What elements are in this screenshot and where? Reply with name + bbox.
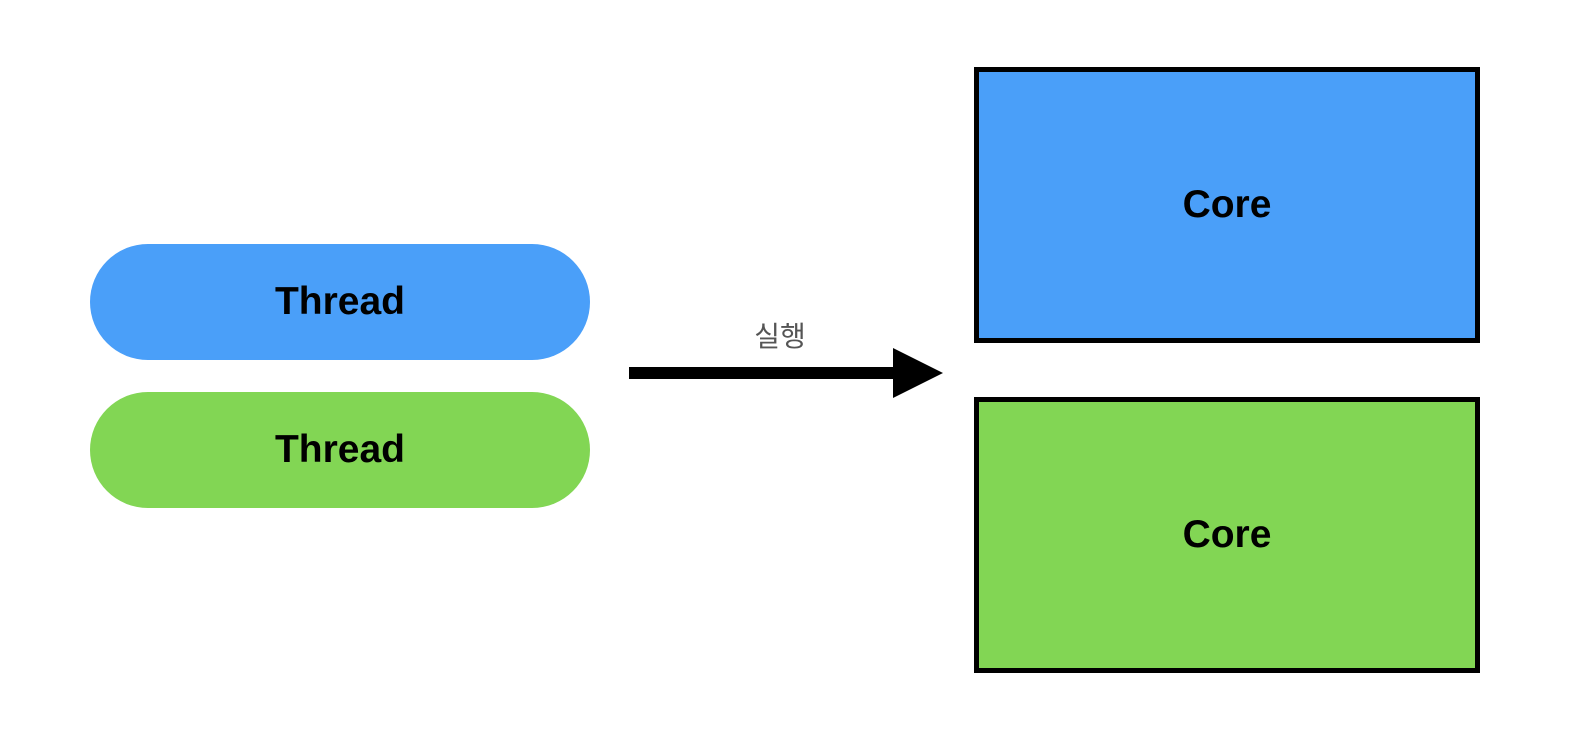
thread-blue: Thread [90,244,590,360]
core-green: Core [974,397,1480,673]
core-label: Core [1182,513,1272,556]
execute-arrow-icon [629,348,943,398]
arrow-shaft [629,367,899,379]
thread-label: Thread [274,428,406,471]
core-blue: Core [974,67,1480,343]
thread-green: Thread [90,392,590,508]
thread-label: Thread [274,280,406,323]
core-label: Core [1182,183,1272,226]
arrow-head [893,348,943,398]
arrow-label: 실행 [754,320,806,353]
